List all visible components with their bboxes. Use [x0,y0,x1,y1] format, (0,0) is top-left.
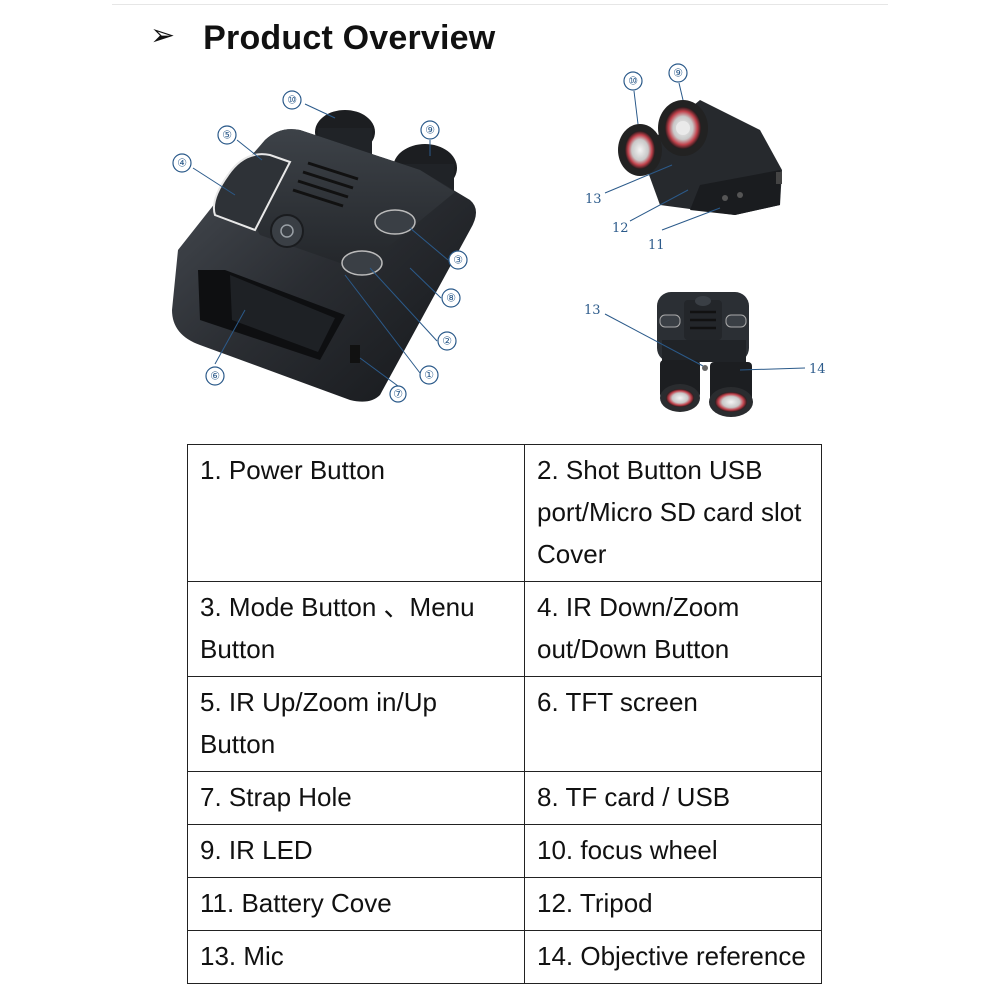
main-callouts: ⑩ ⑨ ⑤ ④ ③ ⑧ ② ① ⑥ ⑦ [172,90,468,403]
svg-text:⑩: ⑩ [628,75,638,88]
table-row: 3. Mode Button 、Menu Button 4. IR Down/Z… [187,581,822,677]
front-view-image [618,100,782,215]
table-cell: 6. TFT screen [524,676,822,772]
table-cell: 5. IR Up/Zoom in/Up Button [187,676,525,772]
svg-text:⑩: ⑩ [287,94,297,107]
table-row: 11. Battery Cove 12. Tripod [187,877,822,931]
svg-text:⑦: ⑦ [393,388,403,401]
callout-10: ⑩ [282,90,302,110]
svg-text:⑤: ⑤ [222,129,232,142]
callout-9: ⑨ [420,120,440,140]
svg-text:⑧: ⑧ [446,292,456,305]
table-cell: 14. Objective reference [524,930,822,984]
svg-text:①: ① [424,369,434,382]
table-row: 13. Mic 14. Objective reference [187,930,822,984]
label-front-13: 13 [585,192,602,207]
parts-table: 1. Power Button 2. Shot Button USB port/… [187,444,822,984]
table-cell: 9. IR LED [187,824,525,878]
callout-front-10: ⑩ [623,71,643,91]
callout-4: ④ [172,153,192,173]
label-top-14: 14 [809,362,826,377]
table-cell: 1. Power Button [187,444,525,582]
section-heading: ➢ Product Overview [150,14,495,62]
table-cell: 8. TF card / USB [524,771,822,825]
table-cell: 10. focus wheel [524,824,822,878]
arrow-bullet-icon: ➢ [150,19,176,52]
front-view-callouts: ⑩ ⑨ 13 12 11 [585,63,721,253]
page-title: Product Overview [203,18,496,57]
product-figure: ⑩ ⑨ ⑤ ④ ③ ⑧ ② ① ⑥ ⑦ ⑩ ⑨ 13 12 11 [172,63,826,417]
svg-text:②: ② [442,335,452,348]
callout-6: ⑥ [205,366,225,386]
svg-text:⑨: ⑨ [673,67,683,80]
svg-text:⑨: ⑨ [425,124,435,137]
callout-3: ③ [448,250,468,270]
label-front-11: 11 [648,238,665,253]
table-cell: 2. Shot Button USB port/Micro SD card sl… [524,444,822,582]
callout-5: ⑤ [217,125,237,145]
callout-8: ⑧ [441,288,461,308]
label-front-12: 12 [612,221,629,236]
label-top-13: 13 [584,303,601,318]
callout-front-9: ⑨ [668,63,688,83]
table-cell: 12. Tripod [524,877,822,931]
svg-text:⑥: ⑥ [210,370,220,383]
table-row: 7. Strap Hole 8. TF card / USB [187,771,822,825]
callout-2: ② [437,331,457,351]
callout-7: ⑦ [389,385,407,403]
main-binocular-image [172,110,476,402]
table-cell: 3. Mode Button 、Menu Button [187,581,525,677]
top-view-image [657,292,753,417]
table-row: 9. IR LED 10. focus wheel [187,824,822,878]
svg-text:③: ③ [453,254,463,267]
table-row: 5. IR Up/Zoom in/Up Button 6. TFT screen [187,676,822,772]
callout-1: ① [419,365,439,385]
table-cell: 4. IR Down/Zoom out/Down Button [524,581,822,677]
top-rule [112,4,888,5]
table-cell: 13. Mic [187,930,525,984]
top-view-callouts: 13 14 [584,303,826,377]
table-row: 1. Power Button 2. Shot Button USB port/… [187,444,822,582]
table-cell: 7. Strap Hole [187,771,525,825]
svg-text:④: ④ [177,157,187,170]
table-cell: 11. Battery Cove [187,877,525,931]
